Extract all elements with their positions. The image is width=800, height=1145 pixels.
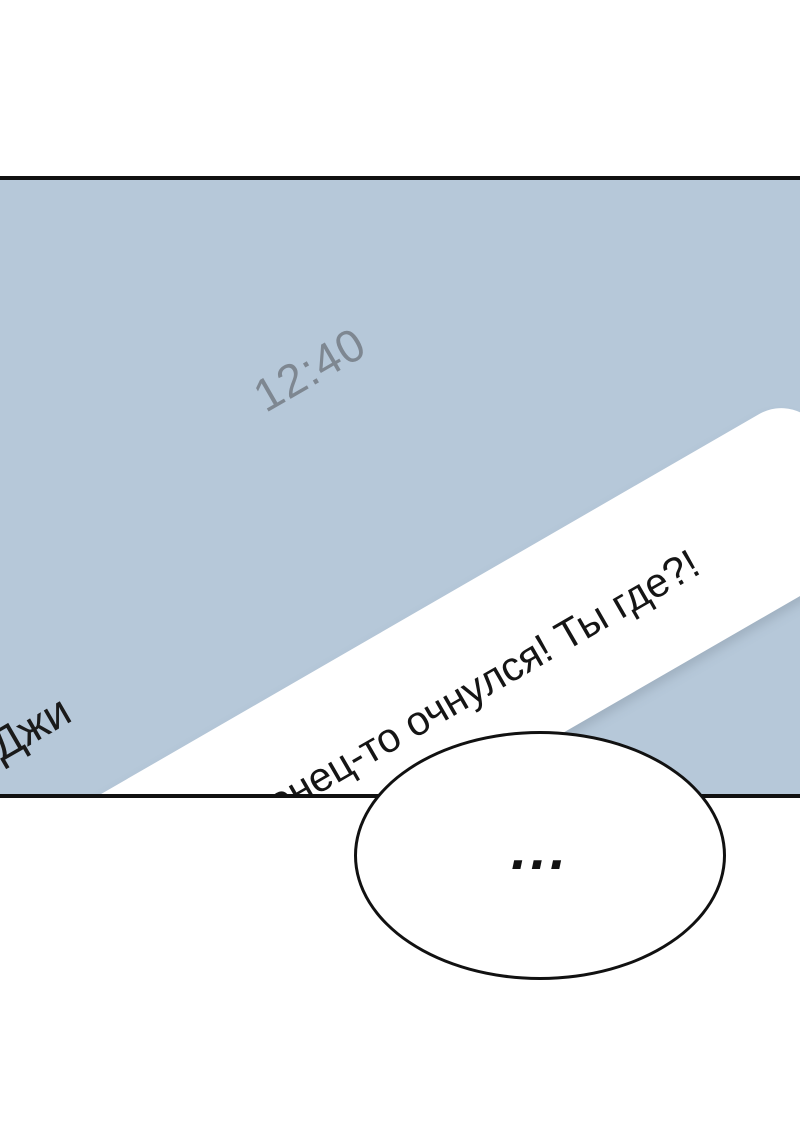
- notification-time: 12:40: [244, 316, 375, 422]
- speech-bubble-text: ...: [505, 825, 575, 880]
- speech-bubble: ...: [354, 731, 726, 980]
- notification-sender: Джи: [0, 686, 80, 771]
- phone-screen-panel: 12:40 Джи Хаджун наконец-то очнулся! Ты …: [0, 176, 800, 798]
